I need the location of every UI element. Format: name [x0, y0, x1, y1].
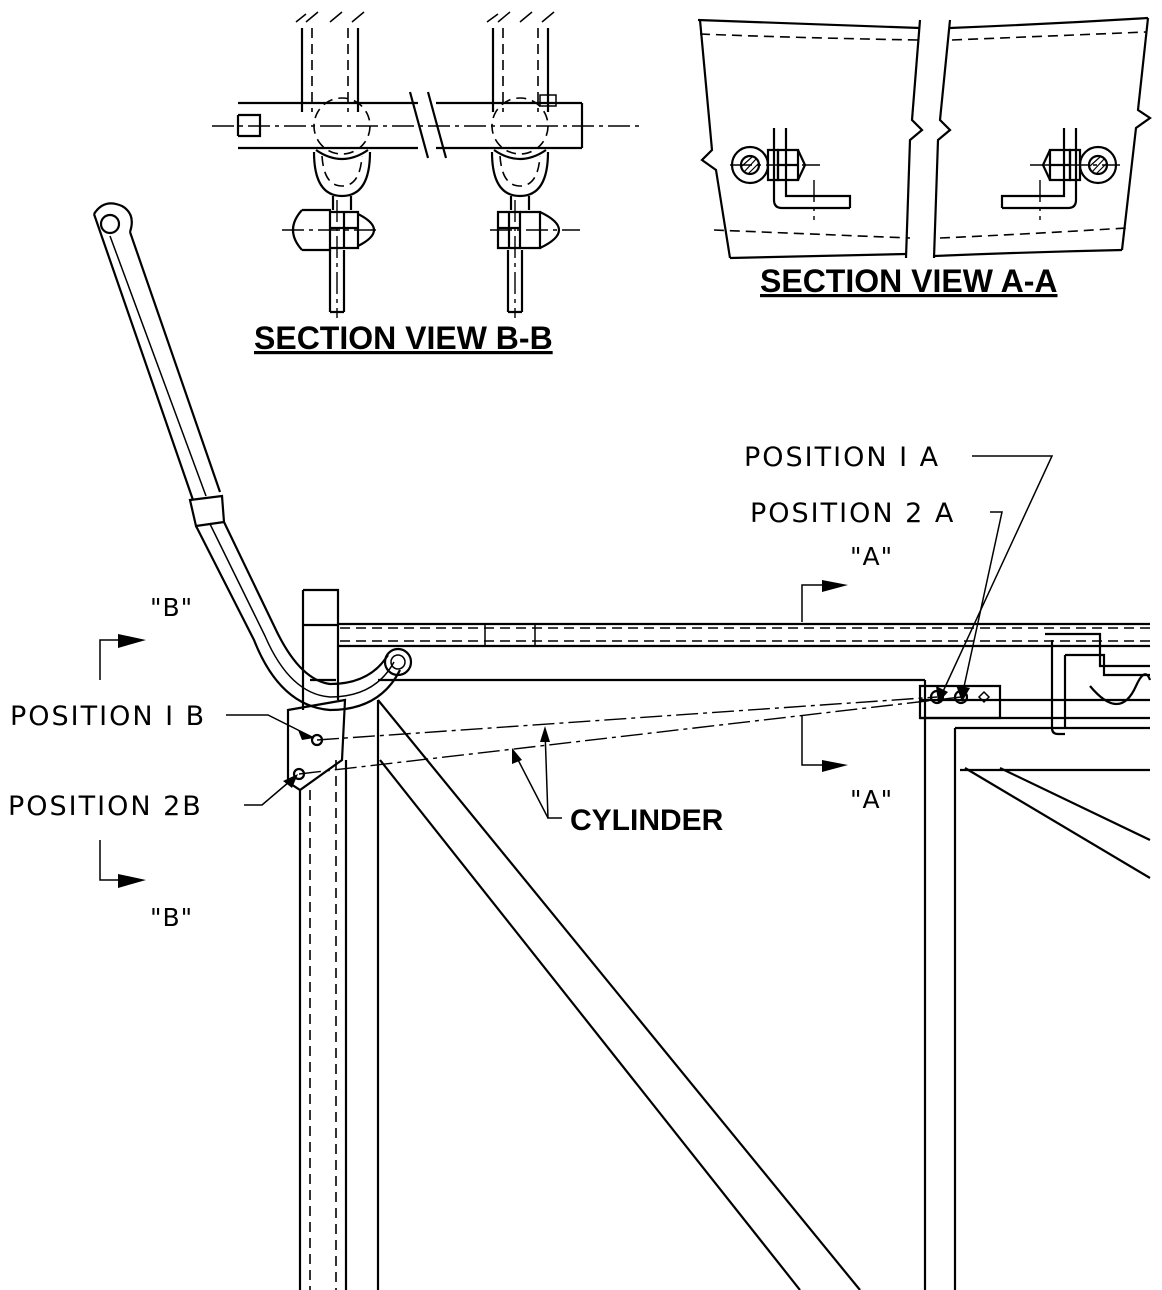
- lever-arm: [92, 202, 413, 712]
- section-view-a-a-title: SECTION VIEW A-A: [760, 263, 1057, 299]
- bolt-left: [282, 196, 378, 318]
- position-1a-label: POSITION I A: [744, 442, 940, 473]
- diagonal-brace: [377, 699, 861, 1290]
- ball-joint-left: [312, 97, 372, 198]
- position-2a-label: POSITION 2 A: [750, 498, 955, 529]
- left-post: [298, 588, 380, 1290]
- section-a-top-label: "A": [850, 542, 893, 571]
- bolt-right: [490, 196, 580, 318]
- section-view-a-a: SECTION VIEW A-A: [697, 16, 1152, 299]
- horizontal-shaft: [212, 91, 640, 159]
- right-tube: [486, 11, 555, 112]
- leader-lines: [226, 455, 1054, 819]
- section-marker-a: [801, 580, 848, 772]
- main-view: POSITION I A POSITION 2 A "A" "A" "B" "B…: [8, 202, 1152, 1290]
- section-view-b-b-title: SECTION VIEW B-B: [254, 320, 553, 356]
- section-view-b-b: SECTION VIEW B-B: [212, 11, 640, 356]
- right-mechanism: [1045, 632, 1152, 736]
- top-rail: [338, 622, 1151, 1290]
- section-b-top-label: "B": [150, 593, 193, 622]
- cylinder-label: CYLINDER: [570, 804, 724, 837]
- bracket-right: [1000, 128, 1120, 220]
- channel-left: [697, 18, 952, 260]
- cylinder-lines: [298, 696, 962, 775]
- section-b-bottom-label: "B": [150, 903, 193, 932]
- position-2b-label: POSITION 2B: [8, 791, 203, 822]
- position-1b-label: POSITION I B: [10, 701, 206, 732]
- channel-right: [933, 16, 1152, 258]
- left-tube: [295, 11, 365, 112]
- section-marker-b: [99, 634, 146, 888]
- ball-joint-right: [490, 94, 557, 198]
- section-a-bottom-label: "A": [850, 785, 893, 814]
- bracket-left: [730, 128, 852, 220]
